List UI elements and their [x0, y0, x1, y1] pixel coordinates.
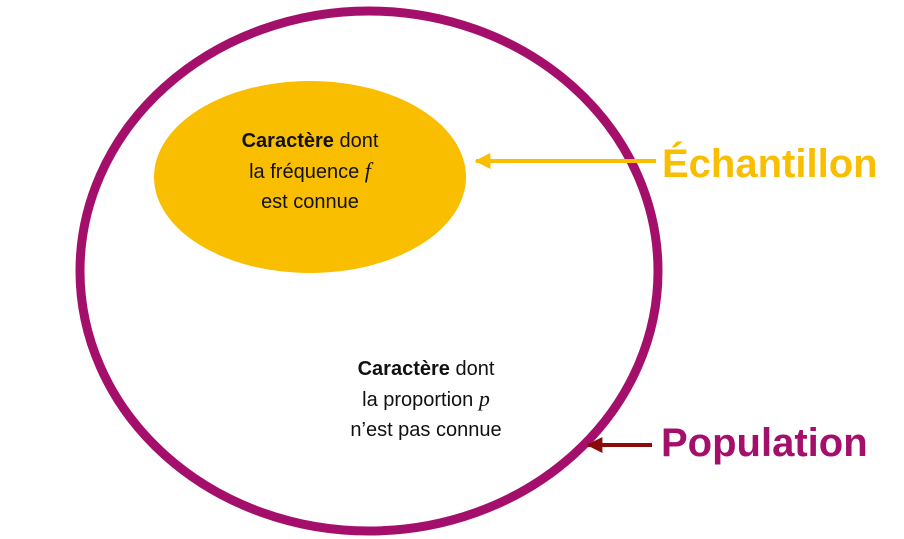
population-line-1: Caractère dont: [286, 354, 566, 384]
sample-bold-word: Caractère: [241, 130, 334, 152]
sample-line-2: la fréquence f: [179, 156, 441, 187]
sample-line-1: Caractère dont: [179, 126, 441, 156]
sample-label: Échantillon: [662, 142, 878, 186]
population-label: Population: [661, 421, 868, 465]
sample-ellipse: [154, 81, 466, 273]
sample-description: Caractère dont la fréquence f est connue: [179, 126, 441, 217]
population-bold-word: Caractère: [357, 358, 450, 380]
sample-line-1-rest: dont: [333, 130, 379, 152]
population-line-3: n’est pas connue: [350, 419, 502, 441]
population-line-2: la proportion p: [286, 384, 566, 415]
sample-line-3: est connue: [261, 191, 359, 213]
population-description: Caractère dont la proportion p n’est pas…: [286, 354, 566, 445]
population-circle: [75, 6, 663, 536]
frequency-variable: f: [364, 158, 371, 183]
population-line-2-prefix: la proportion: [362, 389, 479, 411]
sample-line-2-prefix: la fréquence: [249, 161, 365, 183]
proportion-variable: p: [478, 386, 490, 411]
population-line-1-rest: dont: [449, 358, 495, 380]
